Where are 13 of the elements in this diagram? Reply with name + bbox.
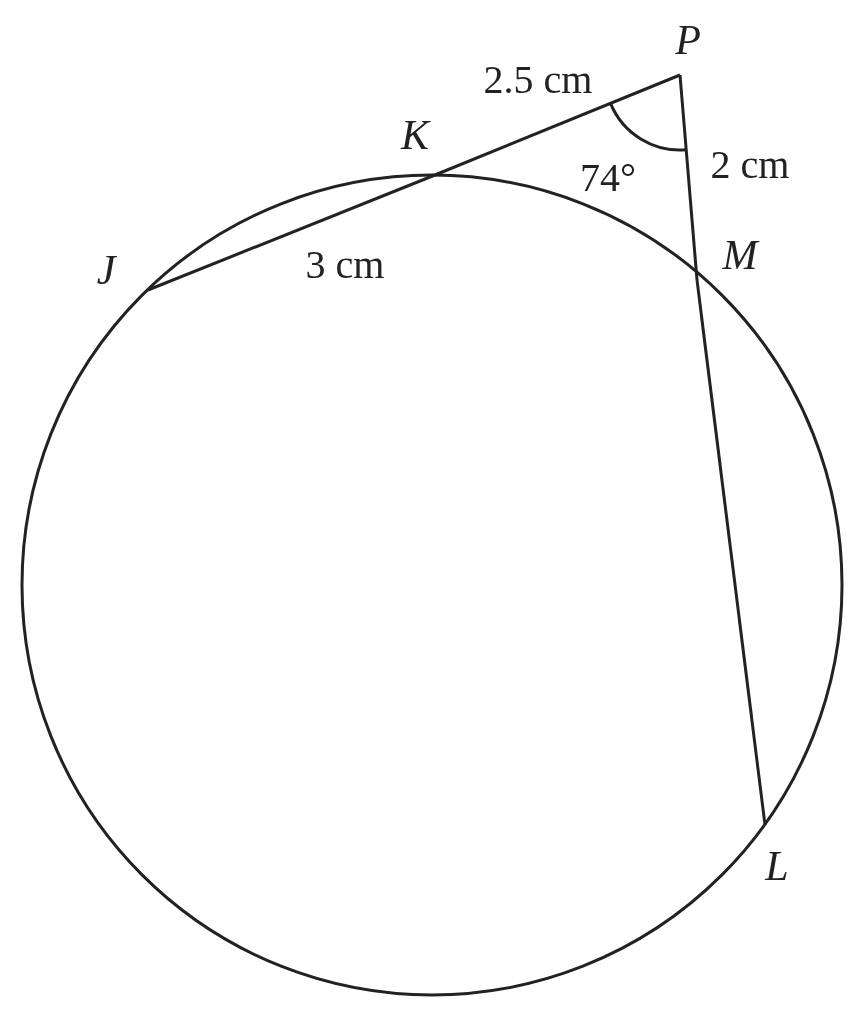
edge-label: 2 cm <box>710 145 790 185</box>
line-segment <box>695 279 767 826</box>
line-segment <box>147 175 431 292</box>
point-label: M <box>722 234 758 276</box>
edge-label: 2.5 cm <box>483 60 593 100</box>
angle-label: 74° <box>580 158 636 198</box>
edge-label: 3 cm <box>305 245 385 285</box>
point-label: P <box>675 19 701 61</box>
line-segment <box>678 74 699 281</box>
point-label: L <box>765 845 789 887</box>
point-label: J <box>96 249 116 291</box>
point-label: K <box>401 114 429 156</box>
line-segment <box>429 73 681 179</box>
